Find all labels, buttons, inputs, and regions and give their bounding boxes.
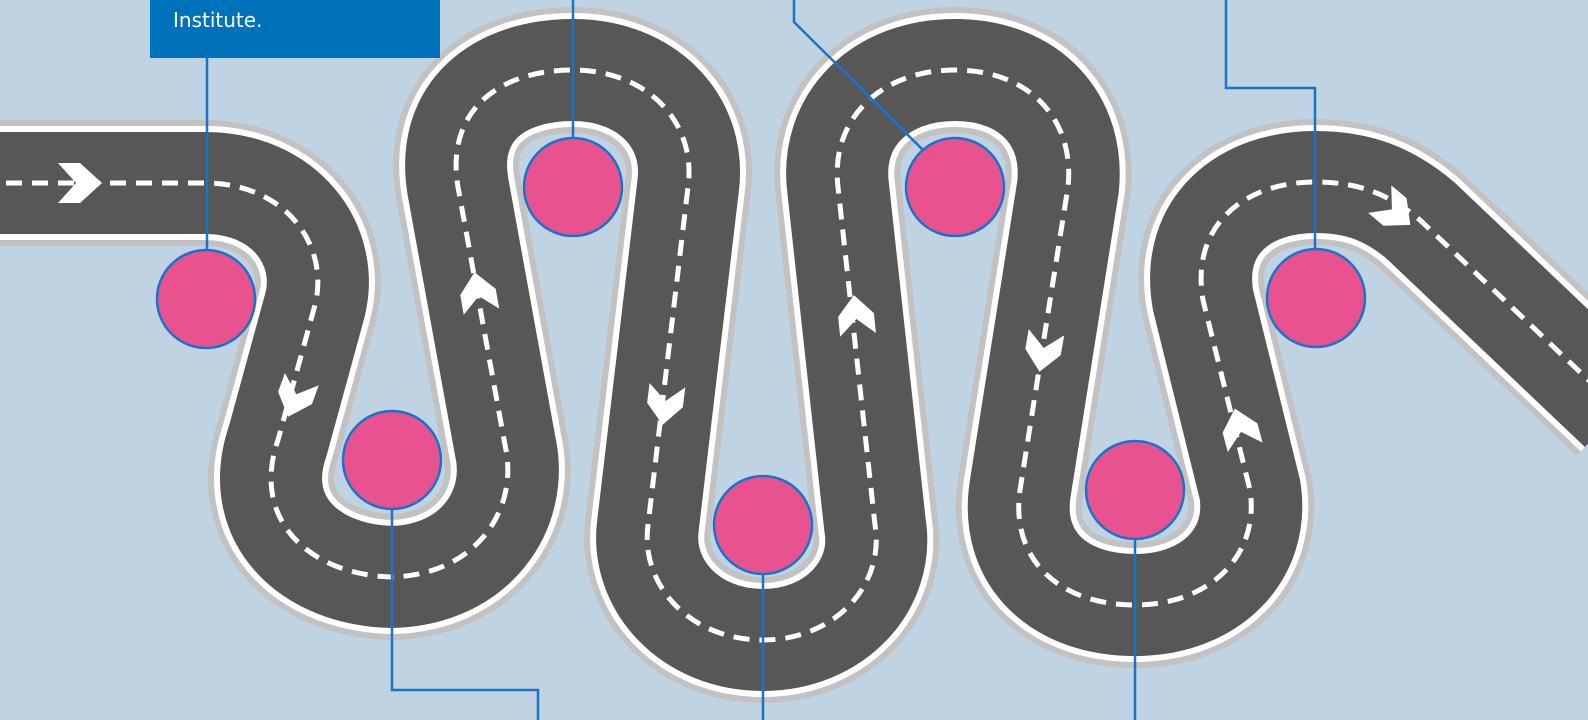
connector-lines bbox=[205, 0, 1317, 720]
callout-text: Institute. bbox=[173, 8, 263, 32]
arrow-right-icon bbox=[58, 163, 102, 203]
milestone-marker bbox=[522, 136, 624, 238]
arrow-up-icon bbox=[838, 295, 876, 337]
milestone-marker bbox=[712, 474, 814, 576]
milestone-marker bbox=[341, 409, 443, 511]
arrow-right-icon bbox=[1368, 185, 1411, 226]
arrow-down-icon bbox=[1025, 329, 1065, 372]
connector-line bbox=[1224, 0, 1317, 250]
milestone-marker bbox=[904, 136, 1006, 238]
connector-line bbox=[390, 508, 540, 720]
arrow-up-icon bbox=[1222, 408, 1263, 452]
milestone-marker bbox=[155, 248, 257, 350]
milestone-marker bbox=[1084, 439, 1186, 541]
direction-arrows bbox=[58, 163, 1411, 452]
arrow-down-icon bbox=[278, 373, 319, 417]
callout-box: Institute. bbox=[150, 0, 440, 58]
arrow-down-icon bbox=[647, 382, 686, 425]
connector-line bbox=[792, 0, 926, 153]
milestones bbox=[155, 136, 1367, 576]
milestone-marker bbox=[1265, 247, 1367, 349]
arrow-up-icon bbox=[460, 272, 500, 315]
